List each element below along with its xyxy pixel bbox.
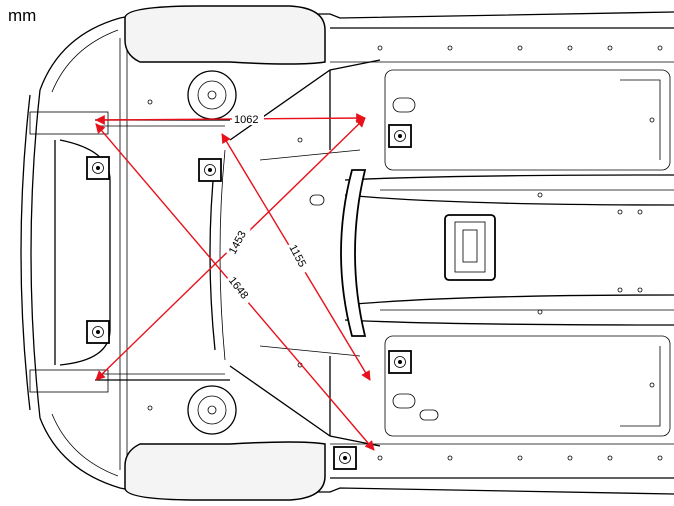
- unit-label: mm: [8, 6, 37, 25]
- measure-point-rear-right: [333, 446, 357, 470]
- detail-holes: [147, 45, 663, 461]
- body-outline: [20, 11, 674, 495]
- measure-point-floor-left: [388, 124, 412, 148]
- dim-label-1453: 1453: [227, 229, 249, 256]
- measure-point-floor-right: [388, 350, 412, 374]
- measure-point-front-left: [86, 156, 110, 180]
- dimension-labels: 1062 1453 1155 1648: [224, 112, 313, 306]
- dim-line-1062: [95, 113, 366, 125]
- dim-label-1062: 1062: [234, 114, 258, 126]
- measure-point-front-right: [86, 320, 110, 344]
- measure-point-crossmember-left: [198, 158, 222, 182]
- dim-label-1155: 1155: [286, 243, 308, 270]
